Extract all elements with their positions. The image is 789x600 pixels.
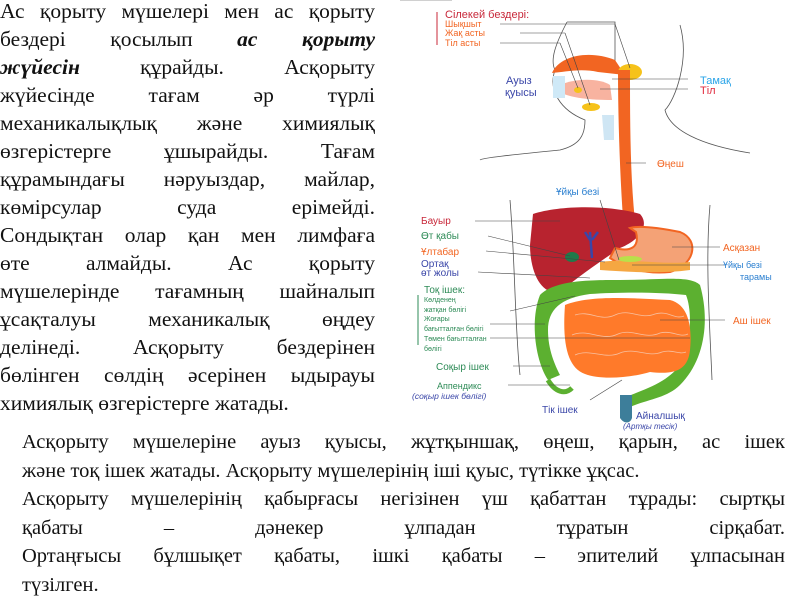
- label-throat: Тамақ: [700, 75, 731, 87]
- text-segment: құрамындағы нәруыздар, майлар,: [0, 167, 375, 191]
- label-colon-ascending: Жоғары: [424, 316, 450, 323]
- label-submandibular: Жақ асты: [445, 28, 485, 38]
- text-segment: бөлінген сөлдің әсерінен ыдырауы: [0, 363, 375, 387]
- label-esophagus: Өңеш: [657, 159, 684, 170]
- gallbladder-shape: [565, 252, 579, 262]
- label-colon-transverse-2: жатқан бөлігі: [424, 306, 466, 314]
- label-cecum: Соқыр ішек: [436, 362, 489, 373]
- text-line: жүйесінде тағам әр түрлі: [0, 81, 375, 109]
- label-small-intestine: Аш ішек: [733, 316, 771, 327]
- sublingual-gland: [574, 87, 582, 93]
- liver-shape: [530, 207, 644, 293]
- text-line: бөлінген сөлдің әсерінен ыдырауы: [0, 361, 375, 389]
- text-line: Асқорыту мүшелерінің қабырғасы негізінен…: [22, 488, 785, 511]
- text-line: өзгерістерге ұшырайды. Тағам: [0, 137, 375, 165]
- intestine-folds: [571, 312, 689, 356]
- label-salivary-glands: Сілекей бездері:: [445, 9, 529, 21]
- text-line: делінеді. Асқорыту бездерінен: [0, 333, 375, 361]
- text-segment: механикалықлық және химиялық: [0, 111, 375, 135]
- label-anus: Айналшық: [636, 411, 685, 422]
- label-colon-descending: Төмен бағытталған: [424, 335, 487, 343]
- rectum-shape: [620, 395, 632, 423]
- label-tongue: Тіл: [700, 85, 716, 97]
- text-segment: құрайды. Асқорыту: [79, 55, 375, 79]
- text-line: ұсақталуы механикалық өңдеу: [0, 305, 375, 333]
- text-segment: жүйесінде тағам әр түрлі: [0, 83, 375, 107]
- text-line: Ас қорыту мүшелері мен ас қорыту: [0, 0, 375, 25]
- bottom-paragraphs: Асқорыту мүшелеріне ауыз қуысы, жұтқынша…: [22, 428, 785, 600]
- text-segment: өте алмайды. Ас қорыту: [0, 251, 375, 275]
- label-pancreatic-duct: Ұйқы безі: [723, 260, 762, 270]
- text-segment: мүшелерінде тағамның шайналып: [0, 279, 375, 303]
- esophagus-shape: [618, 70, 636, 232]
- text-segment: көмірсулар суда ерімейді.: [0, 195, 375, 219]
- text-segment: Ас қорыту мүшелері мен ас қорыту: [0, 0, 375, 23]
- label-sublingual: Тіл асты: [445, 38, 480, 48]
- text-line: Сондықтан олар қан мен лимфаға: [0, 221, 375, 249]
- body-outline: [479, 21, 751, 381]
- text-segment: ұсақталуы механикалық өңдеу: [0, 307, 375, 331]
- bile-ducts: [583, 231, 599, 259]
- leader-lines: [400, 0, 725, 401]
- label-colon-descending-2: бөлігі: [424, 345, 442, 353]
- label-pancreas: Ұйқы безі: [556, 186, 599, 198]
- palate-shape: [552, 54, 625, 75]
- colon-shape: [534, 278, 705, 410]
- label-pancreatic-duct-2: тарамы: [740, 272, 772, 282]
- label-duodenum: Ұлтабар: [421, 246, 459, 258]
- digestive-system-diagram: Сілекей бездері: Шықшыт Жақ асты Тіл аст…: [400, 0, 772, 431]
- text-segment: өзгерістерге ұшырайды. Тағам: [0, 139, 375, 163]
- label-rectum: Тік ішек: [542, 405, 578, 416]
- label-colon: Тоқ ішек:: [424, 285, 465, 296]
- pancreatic-duct-shape: [618, 256, 642, 262]
- text-segment: Сондықтан олар қан мен лимфаға: [0, 223, 375, 247]
- text-line: жүйесін құрайды. Асқорыту: [0, 53, 375, 81]
- label-anus-note: (Артқы тесік): [623, 422, 678, 431]
- mouth-area: [553, 76, 565, 98]
- trachea-shape: [602, 115, 614, 140]
- label-appendix-note: (соқыр ішек бөлігі): [412, 391, 486, 401]
- text-segment: делінеді. Асқорыту бездерінен: [0, 335, 375, 359]
- label-mouth-2: қуысы: [505, 87, 537, 99]
- text-line: Асқорыту мүшелеріне ауыз қуысы, жұтқынша…: [22, 431, 785, 453]
- label-bile-duct-2: өт жолы: [421, 268, 459, 279]
- text-line: Ортаңғысы бұлшықет қабаты, ішкі қабаты –…: [22, 545, 785, 568]
- label-parotid: Шықшыт: [445, 19, 481, 29]
- text-line: қабаты – дәнекер ұлпадан тұратын сірқаба…: [22, 516, 785, 539]
- emphasized-term: ас қорыту: [237, 27, 376, 51]
- text-line: көмірсулар суда ерімейді.: [0, 193, 375, 221]
- text-line: бездері қосылып ас қорыту: [0, 25, 375, 53]
- text-line: құрамындағы нәруыздар, майлар,: [0, 165, 375, 193]
- tongue-shape: [560, 79, 612, 100]
- text-line: және тоқ ішек жатады. Асқорыту мүшелерін…: [22, 459, 640, 482]
- submandibular-gland: [582, 103, 600, 111]
- text-line: өте алмайды. Ас қорыту: [0, 249, 375, 277]
- appendix-shape: [545, 378, 574, 395]
- label-colon-ascending-2: бағытталған бөлігі: [424, 325, 484, 333]
- label-stomach: Асқазан: [723, 243, 760, 254]
- text-segment: бездері қосылып: [0, 27, 238, 51]
- text-line: мүшелерінде тағамның шайналып: [0, 277, 375, 305]
- text-segment: химиялық өзгерістерге жатады.: [0, 391, 289, 415]
- pancreas-shape: [600, 260, 690, 273]
- label-liver: Бауыр: [421, 216, 451, 227]
- label-gallbladder: Өт қабы: [421, 230, 459, 242]
- label-appendix: Аппендикс: [437, 381, 482, 391]
- text-line: түзілген.: [22, 573, 99, 596]
- label-bile-duct: Ортақ: [421, 259, 449, 270]
- label-colon-transverse: Көлденең: [424, 297, 456, 304]
- text-line: химиялық өзгерістерге жатады.: [0, 389, 375, 417]
- label-mouth: Ауыз: [506, 75, 532, 87]
- text-line: механикалықлық және химиялық: [0, 109, 375, 137]
- emphasized-term: жүйесін: [0, 55, 80, 79]
